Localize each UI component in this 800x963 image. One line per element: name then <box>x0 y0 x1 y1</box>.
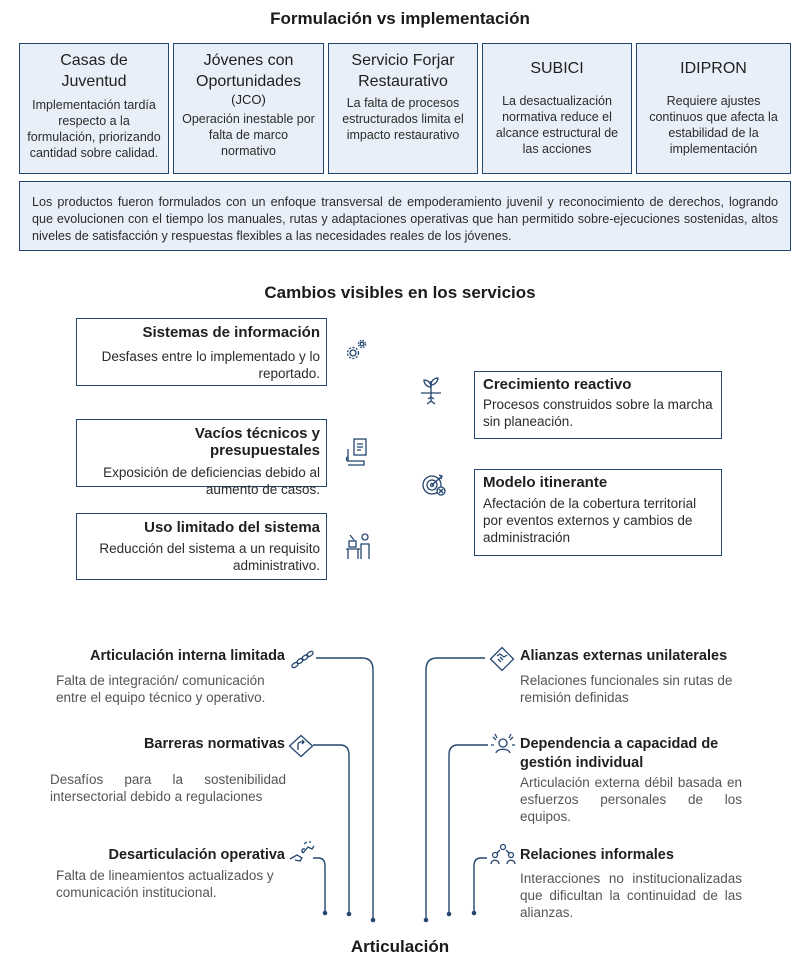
people-network-icon <box>489 842 517 870</box>
box-sistemas-informacion: Sistemas de información Desfases entre l… <box>76 318 327 386</box>
card-title: SUBICI <box>530 60 584 77</box>
card-title: Casas de Juventud <box>60 52 128 90</box>
card-idipron: IDIPRON Requiere ajustes continuos que a… <box>636 43 791 174</box>
report-icon <box>344 437 372 467</box>
title-cambios: Cambios visibles en los servicios <box>264 283 536 302</box>
broken-handshake-icon <box>288 841 316 867</box>
box-uso-limitado: Uso limitado del sistema Reducción del s… <box>76 513 327 580</box>
art-desc-barreras: Desafíos para la sostenibilidad intersec… <box>50 772 286 804</box>
box-title: Crecimiento reactivo <box>483 376 632 393</box>
box-title: Uso limitado del sistema <box>144 519 320 536</box>
card-subici: SUBICI La desactualización normativa red… <box>482 43 632 174</box>
box-crecimiento-reactivo: Crecimiento reactivo Procesos construido… <box>474 371 722 439</box>
card-title: Jóvenes con Oportunidades <box>196 52 301 90</box>
card-subtitle: (JCO) <box>231 92 266 107</box>
card-desc: La desactualización normativa reduce el … <box>495 94 619 156</box>
card-title: Servicio Forjar Restaurativo <box>351 52 455 90</box>
card-casas-juventud: Casas de Juventud Implementación tardía … <box>19 43 169 174</box>
box-title: Modelo itinerante <box>483 474 608 491</box>
card-jco: Jóvenes con Oportunidades (JCO) Operació… <box>173 43 324 174</box>
title-articulacion: Articulación <box>350 937 450 956</box>
box-desc: Procesos construidos sobre la marcha sin… <box>483 397 713 429</box>
card-desc: Requiere ajustes continuos que afecta la… <box>649 94 778 156</box>
box-vacios-tecnicos: Vacíos técnicos y presupuestales Exposic… <box>76 419 327 497</box>
card-title: IDIPRON <box>680 60 747 77</box>
card-desc: Implementación tardía respecto a la form… <box>27 98 161 160</box>
art-title-barreras: Barreras normativas <box>143 736 285 752</box>
art-title-alianzas: Alianzas externas unilaterales <box>520 648 728 664</box>
chain-icon <box>290 648 316 670</box>
box-desc: Afectación de la cobertura territorial p… <box>483 496 697 545</box>
art-title-dependencia: Dependencia a capacidad de gestión indiv… <box>520 736 719 771</box>
handshake-diamond-icon <box>489 646 515 672</box>
box-title: Vacíos técnicos y presupuestales <box>194 425 320 459</box>
card-forjar: Servicio Forjar Restaurativo La falta de… <box>328 43 478 174</box>
card-desc: La falta de procesos estructurados limit… <box>342 96 464 142</box>
gears-icon <box>344 338 368 362</box>
box-title: Sistemas de información <box>142 324 320 341</box>
box-desc: Desfases entre lo implementado y lo repo… <box>101 349 320 381</box>
box-modelo-itinerante: Modelo itinerante Afectación de la cober… <box>474 469 722 556</box>
art-title-interna: Articulación interna limitada <box>90 648 285 664</box>
desk-worker-icon <box>344 531 372 561</box>
art-desc-alianzas: Relaciones funcionales sin rutas de remi… <box>520 673 733 705</box>
road-sign-icon <box>288 734 314 758</box>
art-desc-interna: Falta de integración/ comunicación entre… <box>56 673 266 705</box>
art-title-informales: Relaciones informales <box>520 847 674 863</box>
title-formulacion: Formulación vs implementación <box>270 9 530 28</box>
art-title-desarticulacion: Desarticulación operativa <box>108 847 286 863</box>
target-miss-icon <box>420 472 448 498</box>
card-desc: Operación inestable por falta de marco n… <box>182 112 315 158</box>
sprout-icon <box>418 375 444 405</box>
box-desc: Exposición de deficiencias debido al aum… <box>103 465 320 497</box>
art-desc-dependencia: Articulación externa débil basada en esf… <box>520 775 742 824</box>
box-desc: Reducción del sistema a un requisito adm… <box>99 541 320 573</box>
art-desc-desarticulacion: Falta de lineamientos actualizados y com… <box>56 868 274 900</box>
effort-icon <box>489 731 517 759</box>
summary-box: Los productos fueron formulados con un e… <box>19 181 791 251</box>
art-desc-informales: Interacciones no institucionalizadas que… <box>520 871 742 920</box>
